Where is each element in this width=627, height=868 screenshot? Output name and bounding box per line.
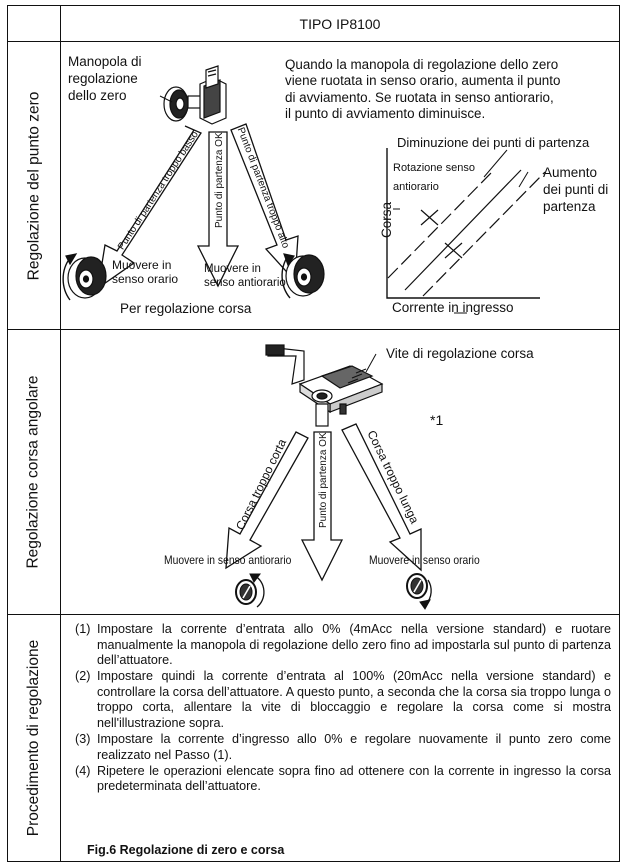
figure-caption: Fig.6 Regolazione di zero e corsa (87, 843, 285, 857)
graph-xlabel: Corrente in ingresso (392, 300, 514, 315)
graph-ylabel: Corsa (379, 201, 394, 238)
procedure-steps: (1)Impostare la corrente d’entrata allo … (75, 622, 611, 796)
lever-illustration (265, 344, 384, 427)
graph-rotation-label: Rotazione senso antiorario (393, 162, 475, 193)
move-cw-label: Muovere in senso orario (112, 258, 179, 286)
zero-graph (386, 148, 546, 314)
screw-ccw-icon (235, 573, 265, 608)
arrow-short (225, 431, 309, 570)
footnote-mark: *1 (430, 412, 444, 428)
arrow-ok-angle-label: Punto di partenza OK (318, 432, 329, 528)
move-ccw-label: Muovere in senso antiorario (204, 263, 286, 289)
graph-increase-label: Aumento dei punti di partenza (543, 165, 609, 214)
procedure-step: (2)Impostare quindi la corrente d’entrat… (75, 669, 611, 731)
column-divider (60, 6, 61, 861)
arrow-ok-zero-label: Punto di partenza OK (214, 132, 225, 228)
procedure-step: (4)Ripetere le operazioni elencate sopra… (75, 763, 611, 794)
graph-decrease-label: Diminuzione dei punti di partenza (397, 135, 590, 150)
zero-description: Quando la manopola di regolazione dello … (285, 57, 561, 122)
procedure-step: (1)Impostare la corrente d’entrata allo … (75, 622, 611, 668)
arrow-long (341, 423, 422, 572)
row-divider-zero (8, 329, 619, 330)
angle-move-ccw-label: Muovere in senso antiorario (164, 553, 292, 567)
knob-cw-illustration (62, 253, 107, 301)
row-divider-angle (8, 614, 619, 615)
header-title: TIPO IP8100 (299, 15, 381, 32)
knob-ccw-illustration (281, 253, 325, 299)
table-header: TIPO IP8100 (61, 6, 619, 41)
arrow-ok-zero (196, 131, 240, 288)
procedure-step: (3)Impostare la corrente d’ingresso allo… (75, 732, 611, 762)
per-corsa-label: Per regolazione corsa (120, 301, 252, 316)
angle-move-cw-label: Muovere in senso orario (369, 553, 480, 567)
zero-knob-illustration (163, 65, 227, 125)
table-frame: TIPO IP8100 Regolazione del punto zero R… (7, 5, 620, 862)
screw-label: Vite di regolazione corsa (386, 346, 534, 361)
screw-cw-icon (406, 573, 432, 610)
arrow-ok-angle (300, 431, 344, 582)
knob-label: Manopola di regolazione dello zero (68, 54, 142, 103)
row-divider-header (8, 41, 619, 42)
